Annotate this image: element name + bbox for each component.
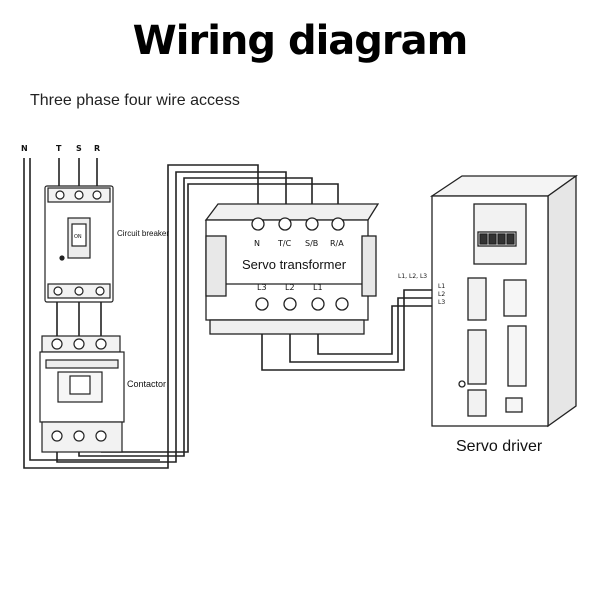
transformer-output-labels: L3 L2 L1 — [257, 283, 323, 292]
servo-transformer-label: Servo transformer — [242, 257, 347, 272]
wire-l2 — [289, 297, 468, 363]
transformer-terminal-n: N — [254, 239, 260, 248]
circuit-breaker-label: Circuit breaker — [117, 229, 169, 238]
transformer-terminal-l3: L3 — [257, 283, 267, 292]
transformer-terminal-l2: L2 — [285, 283, 295, 292]
transformer-terminal-sb: S/B — [305, 239, 318, 248]
driver-input-l3: L3 — [438, 299, 445, 306]
contactor — [39, 335, 125, 453]
servo-driver — [429, 174, 579, 428]
terminal-s-label: S — [76, 144, 82, 153]
wire-phase-a — [101, 183, 339, 453]
supply-terminals: N T S R — [21, 144, 100, 153]
driver-input-labels: L1, L2, L3 L1 L2 L3 — [398, 273, 445, 306]
wire-l3 — [261, 289, 468, 371]
neutral-wire-inner — [29, 158, 160, 461]
driver-input-l1: L1 — [438, 283, 445, 290]
diagram-subtitle: Three phase four wire access — [30, 92, 240, 109]
transformer-terminal-ra: R/A — [330, 239, 344, 248]
driver-input-header: L1, L2, L3 — [398, 273, 427, 280]
transformer-input-labels: N T/C S/B R/A — [254, 239, 344, 248]
wire-l1 — [317, 305, 468, 355]
terminal-t-label: T — [56, 144, 62, 153]
servo-driver-label: Servo driver — [456, 438, 543, 455]
driver-input-l2: L2 — [438, 291, 445, 298]
terminal-n-label: N — [21, 144, 28, 153]
transformer-terminal-tc: T/C — [277, 239, 292, 248]
breaker-switch-text: ON — [74, 234, 82, 240]
contactor-label: Contactor — [127, 379, 166, 389]
terminal-r-label: R — [94, 144, 100, 153]
servo-transformer — [204, 203, 380, 335]
wires — [23, 158, 468, 469]
diagram-title: Wiring diagram — [132, 18, 469, 64]
circuit-breaker: ON — [44, 185, 114, 303]
transformer-terminal-l1: L1 — [313, 283, 323, 292]
